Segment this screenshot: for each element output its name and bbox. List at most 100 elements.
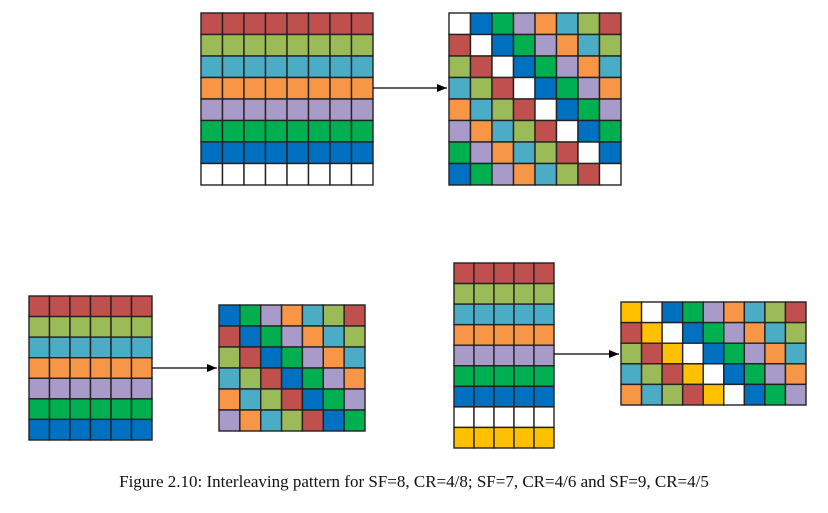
sf9-cr45-output-grid-cell (764, 342, 787, 365)
sf9-cr45-output-grid-cell (702, 383, 725, 406)
sf8-cr48-output-grid-cell (534, 162, 558, 186)
sf7-cr46-input-grid-cell (130, 357, 153, 379)
sf9-cr45-input-grid-cell (493, 303, 515, 326)
sf8-cr48-input-grid-cell (350, 162, 374, 186)
sf7-cr46-output-grid-cell (322, 304, 345, 327)
sf8-cr48-output-grid-cell (491, 119, 515, 143)
sf8-cr48-input-grid-cell (329, 162, 353, 186)
sf8-cr48-input-grid-cell (307, 55, 331, 79)
sf8-cr48-input-grid-cell (221, 55, 245, 79)
sf9-cr45-input-grid-cell (453, 262, 475, 285)
sf8-cr48-input-grid-cell (221, 33, 245, 57)
sf7-cr46-input-grid-cell (89, 336, 112, 359)
sf8-cr48-output-grid-cell (534, 119, 558, 143)
sf8-cr48-input-grid-cell (286, 119, 310, 143)
sf7-cr46-input-grid-cell (130, 336, 153, 359)
sf8-cr48-output-grid-cell (512, 162, 536, 186)
sf8-cr48-output-grid-cell (448, 141, 472, 165)
sf9-cr45-input-grid-cell (473, 262, 495, 285)
sf8-cr48-output-grid-cell (598, 98, 622, 122)
sf7-cr46-input-grid-cell (89, 418, 112, 441)
sf8-cr48-output-grid-cell (512, 76, 536, 100)
sf7-cr46-output-grid-cell (218, 409, 241, 432)
sf7-cr46-input-grid-cell (28, 418, 51, 441)
sf9-cr45-output-grid-cell (640, 321, 663, 344)
sf8-cr48-input-grid-cell (243, 162, 267, 186)
sf9-cr45-output-grid-cell (661, 363, 684, 386)
sf8-cr48-input-grid-cell (329, 141, 353, 165)
sf9-cr45-input-grid-cell (533, 323, 555, 346)
sf9-cr45-input-grid-cell (453, 426, 475, 449)
sf8-cr48-input-grid-cell (307, 12, 331, 36)
sf8-cr48-input-grid-cell (243, 12, 267, 36)
sf7-cr46-input-grid-cell (130, 315, 153, 338)
sf8-cr48-output-grid-cell (469, 33, 493, 57)
sf8-cr48-output-grid-cell (469, 12, 493, 36)
sf8-cr48-input-grid-cell (286, 76, 310, 100)
sf8-cr48-input-grid-cell (329, 55, 353, 79)
sf8-cr48-input-grid-cell (264, 76, 288, 100)
sf9-cr45-output-grid-cell (702, 363, 725, 386)
sf8-cr48-input-grid-cell (221, 12, 245, 36)
sf9-cr45-output-grid-cell (681, 363, 704, 386)
sf7-cr46-input-grid-cell (130, 295, 153, 318)
sf8-cr48-input-grid-cell (243, 55, 267, 79)
sf7-cr46-output-grid-cell (343, 346, 366, 369)
sf9-cr45-output-grid-cell (620, 301, 643, 324)
sf8-cr48-output-grid-cell (555, 119, 579, 143)
sf7-cr46-input-grid-cell (89, 357, 112, 379)
sf7-cr46-input-grid-cell (69, 418, 92, 441)
sf8-cr48-output-grid-cell (491, 162, 515, 186)
sf8-cr48-output-grid-cell (555, 141, 579, 165)
figure-caption: Figure 2.10: Interleaving pattern for SF… (119, 472, 709, 491)
sf8-cr48-input-grid-cell (286, 55, 310, 79)
sf7-cr46-output-grid-cell (218, 304, 241, 327)
sf8-cr48-output-grid-cell (491, 33, 515, 57)
sf7-cr46-output-grid-cell (239, 409, 262, 432)
sf9-cr45-input-grid-cell (513, 323, 535, 346)
sf9-cr45-output-grid-cell (620, 383, 643, 406)
sf7-cr46-output-grid-cell (343, 388, 366, 411)
sf8-cr48-output-grid-cell (448, 119, 472, 143)
sf8-cr48-input-grid-cell (329, 98, 353, 122)
sf7-cr46-output-grid-cell (280, 367, 304, 390)
sf7-cr46-output-grid-cell (280, 304, 304, 327)
sf9-cr45-input-grid-cell (513, 344, 535, 367)
sf8-cr48-output-grid-cell (469, 119, 493, 143)
sf8-cr48-output-grid-cell (555, 33, 579, 57)
sf9-cr45-input-grid-cell (493, 282, 515, 305)
sf7-cr46-output-grid-cell (260, 304, 283, 327)
sf9-cr45-output-grid-cell (764, 321, 787, 344)
sf7-cr46-input-grid-cell (69, 377, 92, 400)
sf8-cr48-output-grid-cell (577, 119, 601, 143)
sf9-cr45-input-grid-cell (473, 406, 495, 429)
sf9-cr45-input-grid-cell (473, 282, 495, 305)
sf7-cr46-input-grid-cell (110, 315, 133, 338)
sf9-cr45-input-grid-cell (493, 385, 515, 408)
sf8-cr48-output-grid-cell (555, 76, 579, 100)
sf8-cr48-output-grid-cell (598, 33, 622, 57)
sf8-cr48-input-grid-cell (286, 33, 310, 57)
sf9-cr45-output-grid-cell (743, 363, 766, 386)
sf8-cr48-output-grid-cell (598, 119, 622, 143)
sf8-cr48-output-grid-cell (512, 119, 536, 143)
sf8-cr48-output-grid-cell (491, 55, 515, 79)
sf8-cr48-output-grid-cell (598, 162, 622, 186)
sf9-cr45-input-grid-cell (453, 323, 475, 346)
sf9-cr45-output-grid-cell (743, 301, 766, 324)
sf9-cr45-output-grid-cell (620, 342, 643, 365)
sf7-cr46-input-grid-cell (48, 398, 71, 421)
sf7-cr46-output-grid-cell (301, 388, 324, 411)
sf8-cr48-output-grid-cell (491, 12, 515, 36)
sf9-cr45-input-grid-cell (533, 282, 555, 305)
sf9-cr45-input-grid (453, 262, 555, 449)
sf8-cr48-output-grid-cell (469, 141, 493, 165)
sf7-cr46-output-grid-cell (239, 346, 262, 369)
sf8-cr48-input-grid-cell (243, 33, 267, 57)
sf8-cr48-input-grid-cell (329, 12, 353, 36)
sf7-cr46-output-grid-cell (343, 367, 366, 390)
sf9-cr45-output-grid-cell (702, 321, 725, 344)
sf9-cr45-output-grid-cell (764, 363, 787, 386)
sf8-cr48-input-grid-cell (307, 162, 331, 186)
sf9-cr45-output-grid-cell (681, 321, 704, 344)
